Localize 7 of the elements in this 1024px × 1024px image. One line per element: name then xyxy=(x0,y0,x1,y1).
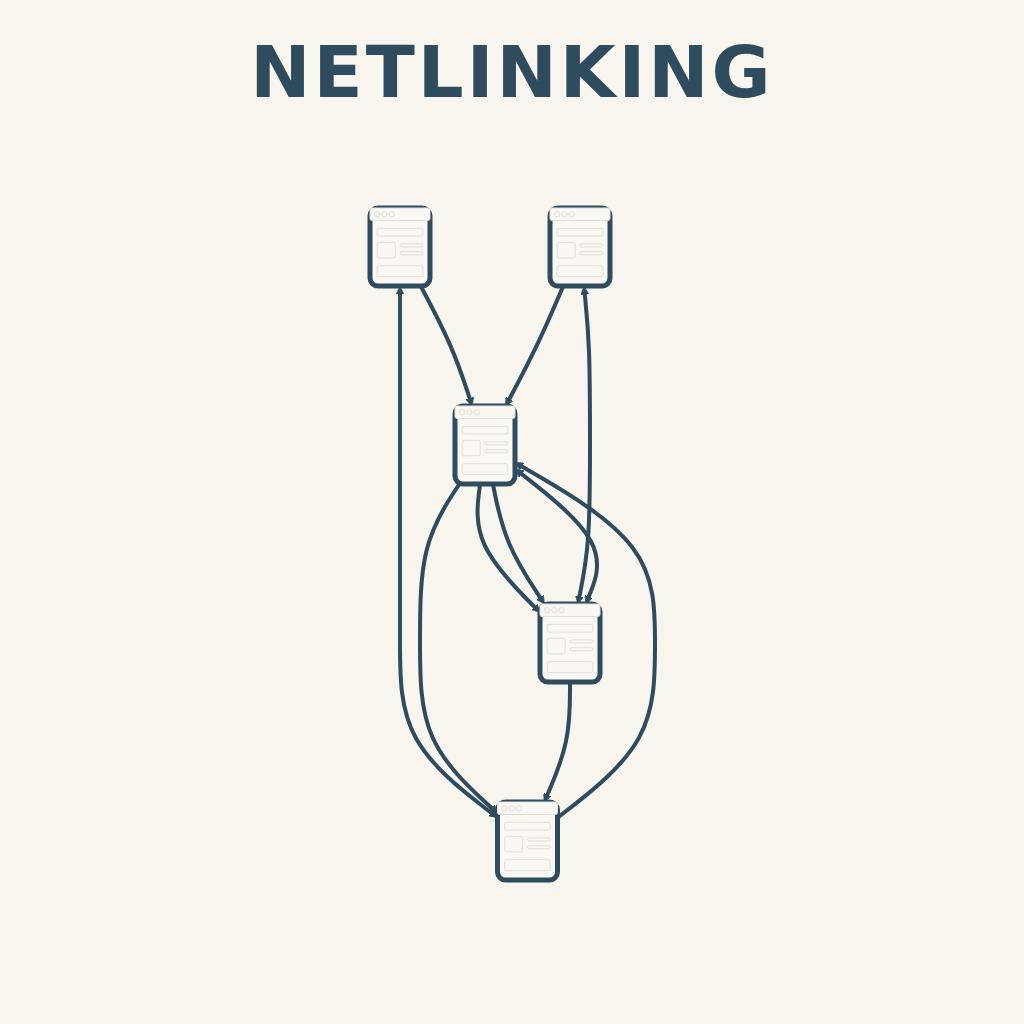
browser-window-drawing xyxy=(539,603,600,674)
browser-window-drawing xyxy=(454,405,515,476)
title: NETLINKING xyxy=(249,30,775,114)
browser-window-drawing xyxy=(369,207,430,278)
arrow xyxy=(514,462,657,820)
browser-window-drawing xyxy=(496,801,558,872)
browser-window-drawing xyxy=(549,207,610,278)
